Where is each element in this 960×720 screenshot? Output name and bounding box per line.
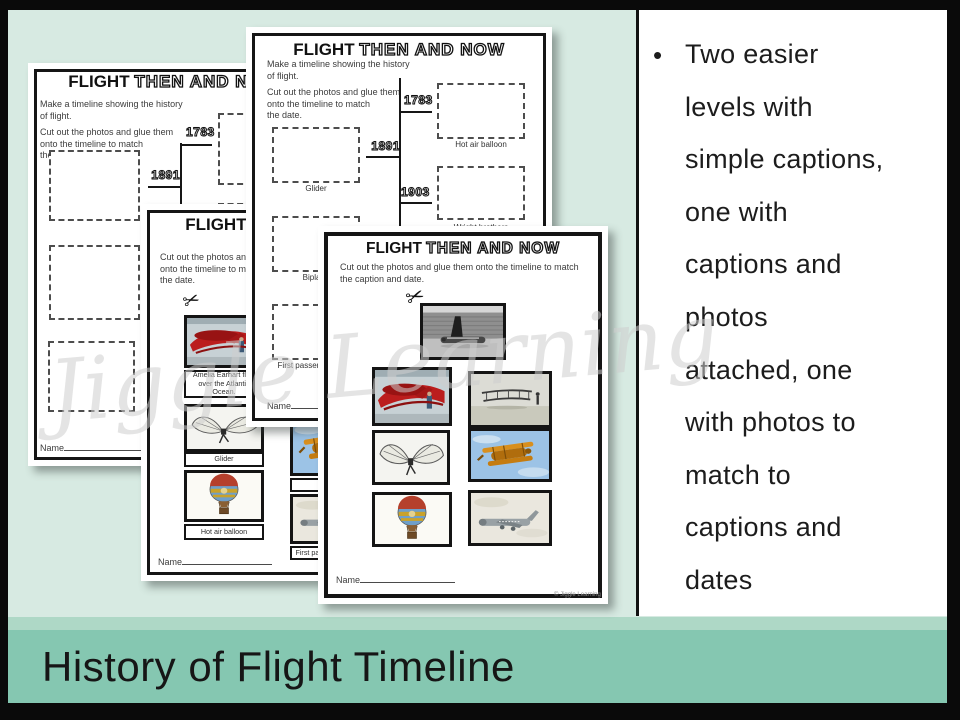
timeline-tick	[148, 186, 180, 188]
glue-box	[49, 150, 140, 221]
timeline-tick	[180, 144, 212, 146]
photo-hot-air-balloon	[184, 470, 264, 522]
glue-box	[48, 341, 135, 412]
bullet-line: match to	[685, 459, 791, 490]
photo-jet-airport	[420, 303, 506, 360]
worksheet-header: FLIGHT THEN AND NOW	[246, 39, 552, 60]
description-panel: • Two easier levels with simple captions…	[636, 10, 947, 616]
photo-passenger-plane	[468, 490, 552, 546]
name-field: Name	[158, 556, 273, 567]
timeline-tick	[366, 156, 399, 158]
instructions-text: Cut out the photos and glue them onto th…	[340, 262, 579, 284]
box-caption: Biplane	[302, 273, 330, 282]
timeline-date: 1783	[404, 93, 433, 108]
name-field: Name	[40, 442, 149, 453]
slide-title: History of Flight Timeline	[42, 643, 515, 690]
header-word-flight: FLIGHT	[293, 40, 355, 59]
bullet-line: simple captions,	[685, 144, 884, 175]
photo-wright-flyer	[468, 371, 552, 428]
accent-strip	[8, 617, 947, 630]
name-label: Name	[40, 443, 65, 453]
glue-box	[437, 83, 525, 139]
header-words-then-and-now: THEN AND NOW	[426, 239, 560, 257]
header-words-then-and-now: THEN AND NOW	[134, 71, 280, 91]
box-caption: Hot air balloon	[455, 140, 507, 149]
bullet-line: attached, one	[685, 354, 853, 385]
glue-box	[437, 166, 525, 220]
timeline-line	[399, 78, 401, 358]
worksheet-page-photos-match: FLIGHT THEN AND NOW Cut out the photos a…	[318, 226, 608, 604]
bullet-line: dates	[685, 564, 753, 595]
copyright-text: © Jiggle Learning	[554, 592, 601, 598]
bullet-line: captions and	[685, 512, 842, 543]
intro-text: Make a timeline showing the history of f…	[267, 59, 410, 81]
timeline-date: 1903	[401, 185, 430, 200]
name-label: Name	[336, 575, 361, 585]
timeline-date: 1891	[371, 139, 400, 154]
caption-balloon: Hot air balloon	[184, 524, 264, 540]
bullet-line: one with	[685, 196, 788, 227]
header-word-flight: FLIGHT	[366, 240, 422, 257]
bullet-text: Two easier levels with simple captions, …	[685, 28, 943, 607]
instructions-text: Cut out the photos and glue them onto th…	[267, 87, 401, 121]
bullet-line: captions and	[685, 249, 842, 280]
page-border	[324, 232, 602, 598]
timeline-tick	[399, 202, 432, 204]
timeline-date: 1891	[151, 168, 180, 183]
photo-hot-air-balloon	[372, 492, 452, 547]
name-label: Name	[158, 557, 183, 567]
timeline-tick	[399, 111, 432, 113]
photo-red-plane	[372, 367, 452, 426]
name-field: Name	[336, 574, 456, 585]
intro-text: Make a timeline showing the history of f…	[40, 99, 183, 121]
box-caption: Glider	[305, 184, 327, 193]
header-words-then-and-now: THEN AND NOW	[359, 39, 505, 59]
photo-glider	[372, 430, 450, 485]
glue-box	[49, 245, 140, 320]
header-word-flight: FLIGHT	[185, 215, 247, 234]
worksheet-header: FLIGHT THEN AND NOW	[318, 239, 608, 258]
title-band: History of Flight Timeline	[8, 630, 947, 703]
caption-glider: Glider	[184, 452, 264, 467]
bullet-line: photos	[685, 301, 768, 332]
timeline-date: 1783	[186, 125, 215, 140]
photo-biplane	[468, 428, 552, 482]
bullet-line: with photos to	[685, 407, 856, 438]
box-caption: First passenger plane	[277, 361, 355, 370]
bullet-line: levels with	[685, 91, 813, 122]
worksheet-header: FLIGHT THEN AND NOW	[28, 71, 320, 92]
bullet-line: Two easier	[685, 39, 819, 69]
name-label: Name	[267, 401, 292, 411]
header-word-flight: FLIGHT	[68, 72, 130, 91]
glue-box	[272, 127, 360, 183]
bullet-point: •	[653, 40, 663, 70]
